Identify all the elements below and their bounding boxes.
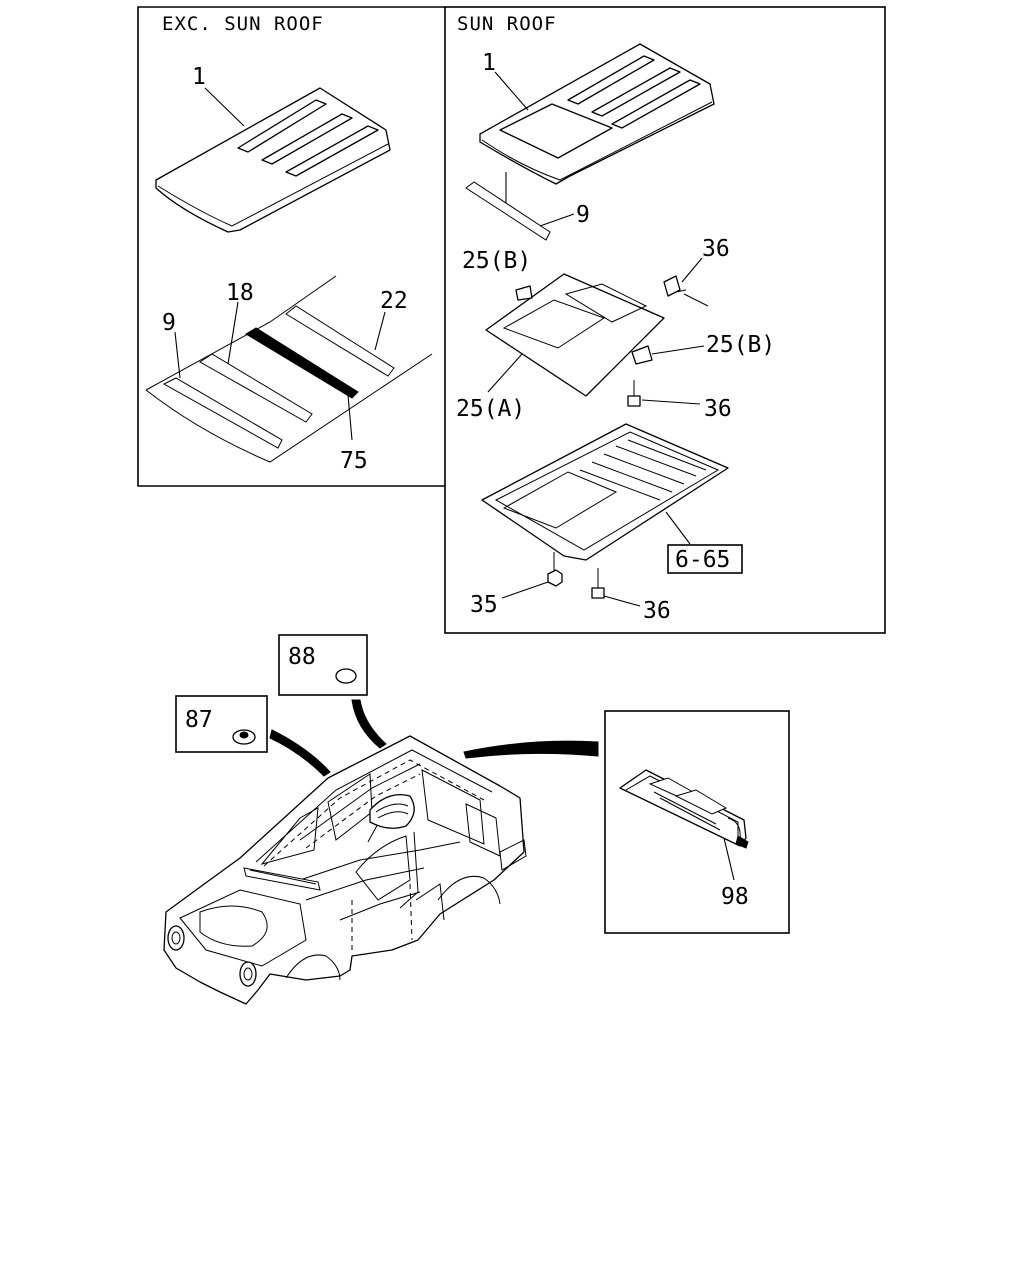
sr-glass-assembly[interactable] — [485, 273, 665, 397]
callout-1-sr: 1 — [482, 50, 496, 76]
exc-roof-panel[interactable] — [155, 87, 391, 233]
callout-75-exc: 75 — [340, 448, 368, 474]
vehicle-body-shell — [163, 735, 527, 1005]
plug-87-center — [239, 731, 249, 739]
sr-roof-leader — [494, 71, 529, 111]
callout-6-65: 6-65 — [675, 547, 730, 573]
panel-98-box — [604, 710, 790, 934]
plug-87-group: 87 — [175, 695, 331, 777]
callout-88: 88 — [288, 644, 316, 670]
callout-25a: 25(A) — [456, 396, 525, 422]
callout-9-exc: 9 — [162, 310, 176, 336]
exc-sun-roof-header: EXC. SUN ROOF — [162, 13, 324, 35]
sr-36-mid-leader — [641, 399, 701, 405]
callout-18-exc: 18 — [226, 280, 254, 306]
plug-87-pointer — [269, 729, 331, 777]
exc-roof-leader — [204, 87, 245, 127]
exc-roof-bows[interactable] — [145, 275, 433, 463]
sr-roof-panel[interactable] — [479, 43, 715, 185]
exc-75-leader — [347, 394, 353, 441]
callout-9-sr: 9 — [576, 202, 590, 228]
sr-front-rail[interactable] — [465, 181, 551, 241]
sr-25b-right-leader — [651, 345, 705, 355]
sun-roof-frame — [444, 6, 886, 634]
sun-roof-header: SUN ROOF — [457, 13, 557, 35]
sun-roof-panel-group: SUN ROOF 1 9 25(A) 25(B) — [444, 6, 886, 634]
callout-36-mid: 36 — [704, 396, 732, 422]
plug-88-box — [278, 634, 368, 696]
sr-35-leader — [501, 581, 549, 599]
sr-clip-left[interactable] — [515, 285, 533, 301]
exc-sun-roof-frame — [137, 6, 445, 487]
panel-98-part[interactable] — [619, 769, 749, 849]
callout-25b-right: 25(B) — [706, 332, 775, 358]
callout-35: 35 — [470, 592, 498, 618]
exc-22-leader — [374, 311, 386, 351]
callout-1-exc: 1 — [192, 64, 206, 90]
exc-sun-roof-panel-group: EXC. SUN ROOF 1 9 18 22 75 — [137, 6, 445, 487]
plug-88-part[interactable] — [335, 668, 357, 684]
sr-6-65-box — [667, 544, 743, 574]
plug-88-group: 88 — [278, 634, 387, 749]
sr-bolt-bottom[interactable] — [591, 568, 605, 599]
callout-87: 87 — [185, 707, 213, 733]
callout-36-bottom: 36 — [643, 598, 671, 624]
exc-18-leader — [227, 301, 239, 365]
sr-36-bottom-leader — [603, 595, 641, 607]
callout-98: 98 — [721, 884, 749, 910]
plug-87-box — [175, 695, 268, 753]
sr-36-top-leader — [681, 257, 703, 283]
sr-clip-right[interactable] — [631, 345, 653, 365]
panel-98-pointer — [463, 740, 599, 759]
exc-9-leader — [174, 331, 181, 379]
callout-22-exc: 22 — [380, 288, 408, 314]
sr-frame-tray[interactable] — [481, 423, 729, 561]
sr-bolt-top[interactable] — [663, 275, 687, 297]
sr-bolt-mid[interactable] — [627, 380, 641, 407]
panel-98-leader — [723, 837, 735, 881]
sr-9-leader — [539, 213, 575, 227]
sr-25a-leader — [487, 353, 523, 393]
sr-nut[interactable] — [547, 552, 563, 587]
plug-88-pointer — [351, 699, 387, 749]
sr-6-65-leader — [665, 511, 691, 545]
sr-bolt-top-axis — [683, 293, 709, 307]
callout-36-top: 36 — [702, 236, 730, 262]
callout-25b-left: 25(B) — [462, 248, 531, 274]
panel-98-group: 98 — [604, 710, 790, 934]
